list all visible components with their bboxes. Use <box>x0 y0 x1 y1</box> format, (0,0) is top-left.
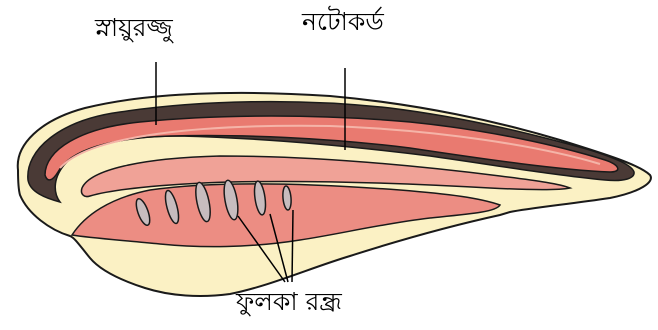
gill-slits-leader-line <box>292 210 293 282</box>
nerve-cord-label: স্নায়ুরজ্জু <box>94 13 174 44</box>
notochord-label: নটোকর্ড <box>301 6 384 36</box>
gill-slits-label: ফুলকা রন্ধ্র <box>235 287 342 317</box>
